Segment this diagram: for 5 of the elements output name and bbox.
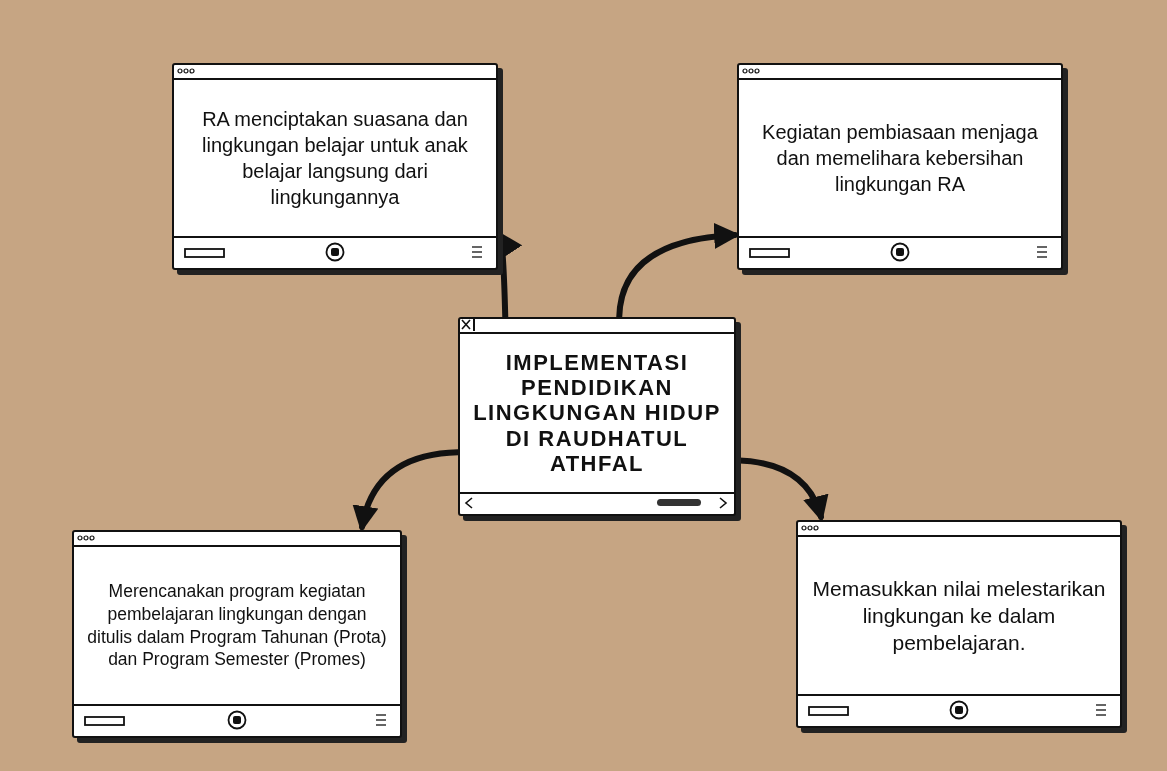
node-text: RA menciptakan suasana dan lingkungan belajar untuk anak belajar langsung dari lingkungannya <box>201 107 469 210</box>
title-text: IMPLEMENTASI PENDIDIKAN LINGKUNGAN HIDUP DI RAUDHATUL ATHFAL <box>472 349 722 477</box>
node-text: Kegiatan pembiasaan menjaga dan memelihara kebersihan lingkungan RA <box>761 120 1039 197</box>
node-text: Merencanakan program kegiatan pembelajaran lingkungan dengan ditulis dalam Program Tahunan (Prota) dan Program Semester (Promes) <box>86 580 388 671</box>
node-text: Memasukkan nilai melestarikan lingkungan ke dalam pembelajaran. <box>811 575 1107 657</box>
